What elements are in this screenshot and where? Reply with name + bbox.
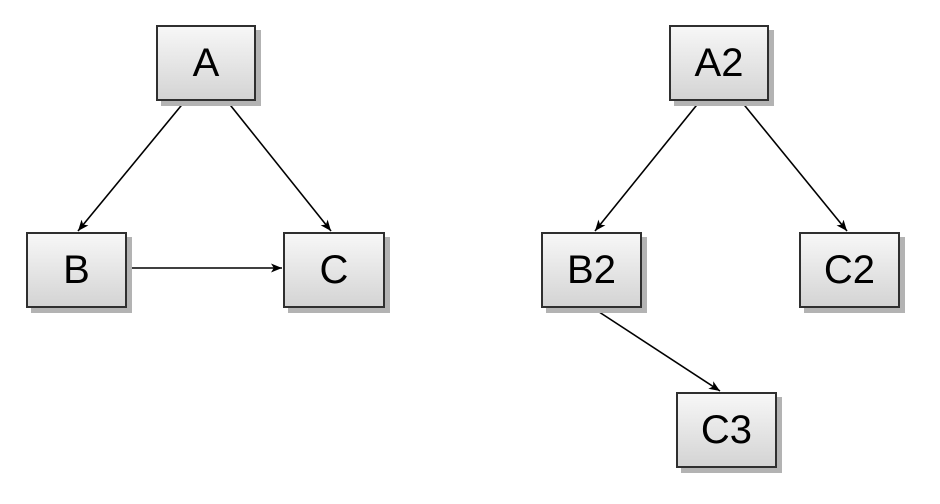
node-B2[interactable]: B2 [541, 232, 642, 308]
edge-A2-C2[interactable] [740, 100, 848, 232]
node-label-A2: A2 [694, 41, 744, 85]
node-label-C2: C2 [823, 248, 876, 292]
node-C2[interactable]: C2 [799, 232, 900, 308]
node-label-C3: C3 [700, 408, 753, 452]
edge-A-B[interactable] [77, 100, 186, 232]
node-C[interactable]: C [283, 232, 385, 308]
edge-B2-C3[interactable] [592, 307, 721, 392]
node-label-A: A [192, 41, 220, 85]
node-A2[interactable]: A2 [669, 25, 769, 101]
edge-A2-B2[interactable] [594, 100, 701, 232]
node-A[interactable]: A [156, 25, 256, 101]
node-C3[interactable]: C3 [676, 392, 777, 468]
node-label-C: C [319, 248, 349, 292]
node-label-B: B [63, 248, 90, 292]
edge-A-C[interactable] [226, 100, 332, 232]
node-label-B2: B2 [567, 248, 616, 292]
node-B[interactable]: B [26, 232, 127, 308]
